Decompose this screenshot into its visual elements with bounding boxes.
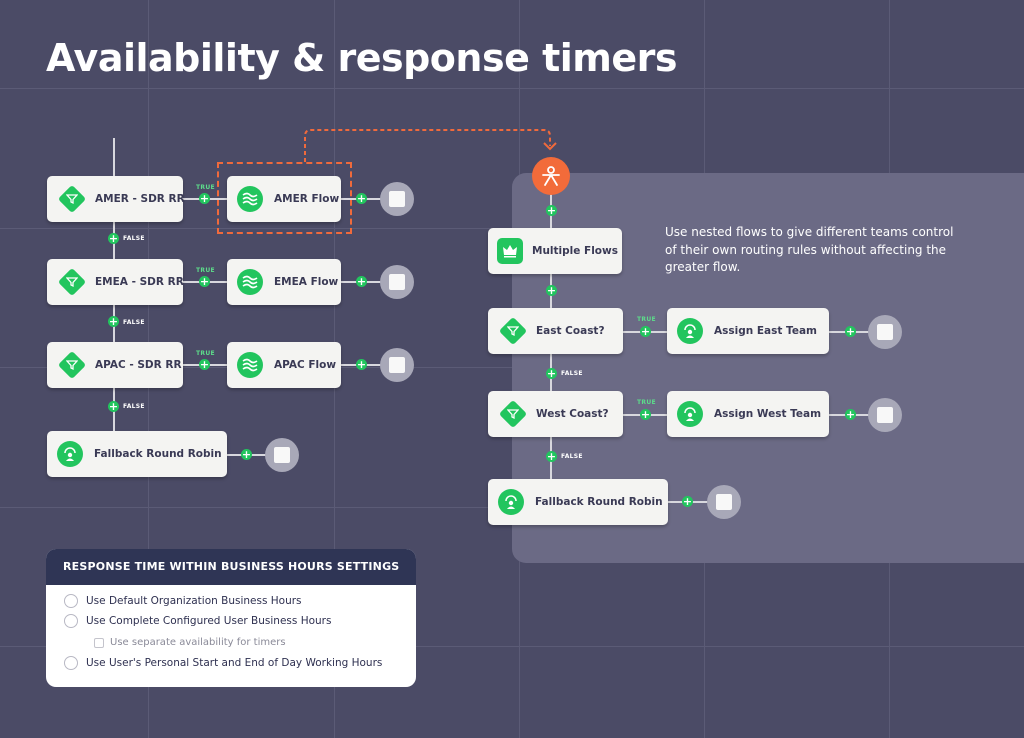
flow-node-apac-flow[interactable]: APAC Flow (227, 342, 341, 388)
rule-node-emea-sdr-rr[interactable]: EMEA - SDR RR (47, 259, 184, 305)
option-separate-availability[interactable]: Use separate availability for timers (94, 637, 286, 648)
node-label: Fallback Round Robin (535, 496, 663, 508)
false-label: FALSE (123, 235, 145, 242)
round-robin-icon (677, 318, 703, 344)
end-node[interactable] (868, 315, 902, 349)
add-step-button[interactable]: + (356, 275, 367, 288)
radio-button[interactable] (64, 656, 78, 670)
settings-header: RESPONSE TIME WITHIN BUSINESS HOURS SETT… (46, 549, 416, 585)
add-step-button[interactable]: + (845, 408, 856, 421)
add-step-button[interactable]: + (640, 408, 651, 421)
add-step-button[interactable]: + (199, 275, 210, 288)
true-label: TRUE (637, 316, 656, 323)
false-label: FALSE (561, 370, 583, 377)
add-step-button[interactable]: + (356, 358, 367, 371)
filter-icon (57, 350, 87, 380)
end-node[interactable] (380, 182, 414, 216)
false-label: FALSE (123, 403, 145, 410)
crown-icon (497, 238, 523, 264)
node-assign-west-team[interactable]: Assign West Team (667, 391, 829, 437)
settings-card: RESPONSE TIME WITHIN BUSINESS HOURS SETT… (46, 549, 416, 687)
add-step-button[interactable]: + (108, 315, 119, 328)
add-step-button[interactable]: + (108, 400, 119, 413)
node-label: EMEA Flow (274, 276, 339, 288)
node-label: AMER - SDR RR (95, 193, 185, 205)
round-robin-icon (677, 401, 703, 427)
rule-node-west-coast[interactable]: West Coast? (488, 391, 623, 437)
add-step-button[interactable]: + (108, 232, 119, 245)
round-robin-icon (498, 489, 524, 515)
end-node[interactable] (868, 398, 902, 432)
nested-flows-note: Use nested flows to give different teams… (665, 225, 954, 274)
checkbox[interactable] (94, 637, 104, 648)
option-user-business-hours[interactable]: Use Complete Configured User Business Ho… (64, 614, 331, 628)
end-node[interactable] (380, 265, 414, 299)
person-star-icon[interactable] (532, 157, 570, 195)
grid-line (0, 88, 1024, 89)
node-label: Assign West Team (714, 408, 822, 420)
add-step-button[interactable]: + (546, 450, 557, 463)
false-label: FALSE (123, 319, 145, 326)
option-label: Use Complete Configured User Business Ho… (86, 615, 332, 627)
node-assign-east-team[interactable]: Assign East Team (667, 308, 829, 354)
waves-icon (237, 186, 263, 212)
end-node[interactable] (380, 348, 414, 382)
add-step-button[interactable]: + (546, 284, 557, 297)
page-title: Availability & response timers (46, 36, 678, 80)
filter-icon (498, 399, 528, 429)
radio-button[interactable] (64, 614, 78, 628)
grid-line (0, 646, 1024, 647)
true-label: TRUE (196, 184, 215, 191)
end-node[interactable] (707, 485, 741, 519)
filter-icon (57, 267, 87, 297)
node-label: Assign East Team (714, 325, 817, 337)
option-personal-working-hours[interactable]: Use User's Personal Start and End of Day… (64, 656, 382, 670)
round-robin-icon (57, 441, 83, 467)
flow-node-amer-flow[interactable]: AMER Flow (227, 176, 341, 222)
false-label: FALSE (561, 453, 583, 460)
node-label: APAC - SDR RR (95, 359, 182, 371)
waves-icon (237, 352, 263, 378)
node-fallback-round-robin-left[interactable]: Fallback Round Robin (47, 431, 227, 477)
add-step-button[interactable]: + (546, 204, 557, 217)
node-label: APAC Flow (274, 359, 337, 371)
rule-node-east-coast[interactable]: East Coast? (488, 308, 623, 354)
add-step-button[interactable]: + (845, 325, 856, 338)
option-default-org-hours[interactable]: Use Default Organization Business Hours (64, 594, 302, 608)
add-step-button[interactable]: + (682, 495, 693, 508)
add-step-button[interactable]: + (546, 367, 557, 380)
waves-icon (237, 269, 263, 295)
option-label: Use Default Organization Business Hours (86, 595, 302, 607)
add-step-button[interactable]: + (199, 192, 210, 205)
true-label: TRUE (196, 350, 215, 357)
node-label: Fallback Round Robin (94, 448, 222, 460)
end-node[interactable] (265, 438, 299, 472)
flow-node-emea-flow[interactable]: EMEA Flow (227, 259, 341, 305)
true-label: TRUE (196, 267, 215, 274)
add-step-button[interactable]: + (199, 358, 210, 371)
option-label: Use separate availability for timers (110, 637, 286, 648)
node-multiple-flows[interactable]: Multiple Flows (488, 228, 622, 274)
node-label: Multiple Flows (532, 245, 618, 257)
node-label: AMER Flow (274, 193, 340, 205)
node-label: West Coast? (536, 408, 609, 420)
node-fallback-round-robin-right[interactable]: Fallback Round Robin (488, 479, 668, 525)
true-label: TRUE (637, 399, 656, 406)
node-label: EMEA - SDR RR (95, 276, 184, 288)
connector-line (113, 138, 115, 178)
add-step-button[interactable]: + (241, 448, 252, 461)
filter-icon (498, 316, 528, 346)
rule-node-amer-sdr-rr[interactable]: AMER - SDR RR (47, 176, 185, 222)
node-label: East Coast? (536, 325, 605, 337)
add-step-button[interactable]: + (356, 192, 367, 205)
rule-node-apac-sdr-rr[interactable]: APAC - SDR RR (47, 342, 183, 388)
option-label: Use User's Personal Start and End of Day… (86, 657, 383, 669)
radio-button[interactable] (64, 594, 78, 608)
add-step-button[interactable]: + (640, 325, 651, 338)
filter-icon (57, 184, 87, 214)
